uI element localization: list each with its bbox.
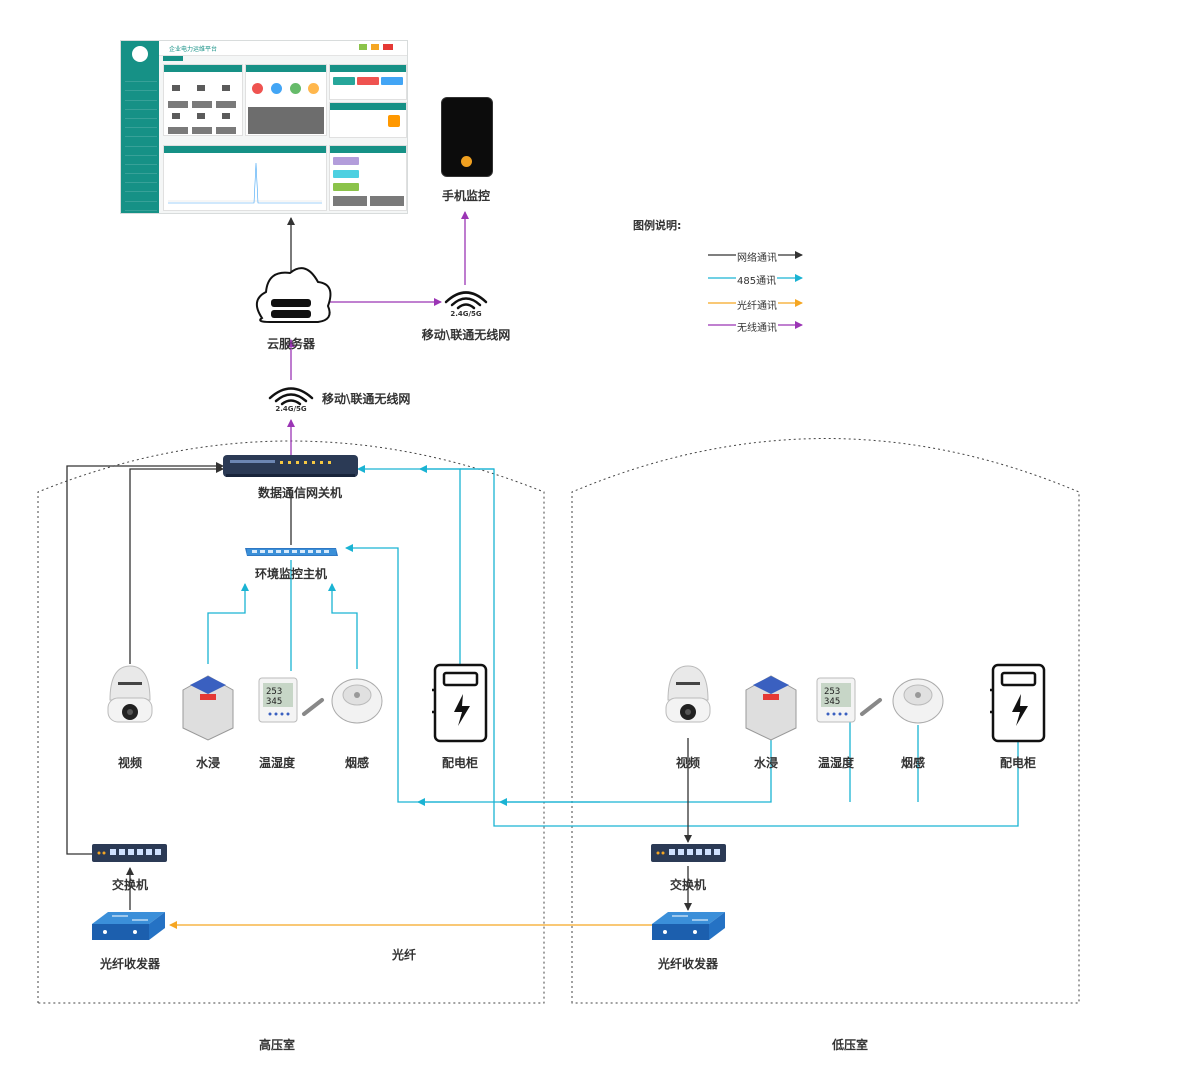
- low-smoke-sensor-icon: [892, 678, 944, 724]
- high-transceiver-icon: [92, 912, 165, 940]
- low-smoke-label: 烟感: [900, 756, 926, 770]
- low-temp-bottom: 345: [824, 697, 840, 707]
- dashboard-card-curve: [163, 145, 327, 211]
- low-switch-icon: [651, 844, 726, 862]
- legend-title: 图例说明:: [633, 219, 682, 232]
- dashboard-card-alarms: [329, 64, 407, 100]
- legend-network: 网络通讯: [736, 249, 778, 264]
- low-cabinet-icon: [990, 663, 1046, 743]
- dashboard-sidebar: [121, 41, 159, 213]
- dashboard-screenshot: 企业电力运维平台: [120, 40, 408, 214]
- high-temp-label: 温湿度: [258, 756, 296, 770]
- low-temp-sensor-icon: 253 345: [816, 677, 882, 723]
- high-cabinet-icon: [432, 663, 488, 743]
- dashboard-card-stats: [329, 145, 407, 211]
- high-smoke-sensor-icon: [331, 678, 383, 724]
- dashboard-card-sites: [163, 64, 243, 136]
- fiber-label: 光纤: [391, 948, 417, 962]
- dashboard-tab: [163, 56, 183, 61]
- high-water-sensor-icon: [182, 675, 234, 741]
- legend-wireless: 无线通讯: [736, 319, 778, 334]
- gateway-label: 数据通信网关机: [257, 486, 343, 500]
- low-video-label: 视频: [675, 756, 701, 770]
- dashboard-card-energy: [245, 64, 327, 136]
- low-water-label: 水浸: [753, 756, 779, 770]
- low-temp-label: 温湿度: [817, 756, 855, 770]
- dashboard-topbar: 企业电力运维平台: [159, 41, 407, 56]
- dashboard-title: 企业电力运维平台: [169, 46, 218, 53]
- gateway-icon: [223, 455, 358, 477]
- low-switch-label: 交换机: [669, 878, 707, 892]
- legend-fiber: 光纤通讯: [736, 297, 778, 312]
- phone-label: 手机监控: [441, 189, 491, 203]
- legend-485: 485通讯: [736, 272, 778, 287]
- high-switch-icon: [92, 844, 167, 862]
- room-outline-low: [571, 438, 1080, 1004]
- low-room-label: 低压室: [831, 1038, 869, 1052]
- wifi-mid-icon: [268, 387, 314, 406]
- high-room-label: 高压室: [258, 1038, 296, 1052]
- dashboard-menu: [125, 73, 157, 213]
- high-temp-top: 253: [266, 687, 282, 697]
- env-host-label: 环境监控主机: [254, 567, 328, 581]
- wifi-top-band: 2.4G/5G: [450, 310, 482, 318]
- high-temp-sensor-icon: 253 345: [258, 677, 324, 723]
- high-smoke-label: 烟感: [344, 756, 370, 770]
- low-temp-top: 253: [824, 687, 840, 697]
- room-outline-high: [37, 440, 545, 1004]
- env-host-icon: [245, 548, 338, 556]
- low-cabinet-label: 配电柜: [999, 756, 1037, 770]
- legend-lines: [708, 251, 803, 329]
- high-video-icon: [107, 665, 153, 723]
- dashboard-logo: [132, 46, 148, 62]
- wifi-mid-band: 2.4G/5G: [275, 405, 307, 413]
- low-video-icon: [665, 665, 711, 723]
- cloud-server-icon: [255, 267, 332, 323]
- high-water-label: 水浸: [195, 756, 221, 770]
- high-cabinet-label: 配电柜: [441, 756, 479, 770]
- low-transceiver-icon: [652, 912, 725, 940]
- low-water-sensor-icon: [745, 675, 797, 741]
- high-video-label: 视频: [117, 756, 143, 770]
- dashboard-card-weather: [329, 102, 407, 138]
- low-transceiver-label: 光纤收发器: [657, 957, 719, 971]
- phone-icon: [441, 97, 493, 177]
- high-temp-bottom: 345: [266, 697, 282, 707]
- wifi-top-label: 移动\联通无线网: [421, 328, 511, 342]
- wifi-mid-label: 移动\联通无线网: [322, 392, 411, 406]
- high-transceiver-label: 光纤收发器: [99, 957, 161, 971]
- high-switch-label: 交换机: [111, 878, 149, 892]
- wifi-top-icon: [444, 291, 488, 310]
- cloud-label: 云服务器: [266, 337, 316, 351]
